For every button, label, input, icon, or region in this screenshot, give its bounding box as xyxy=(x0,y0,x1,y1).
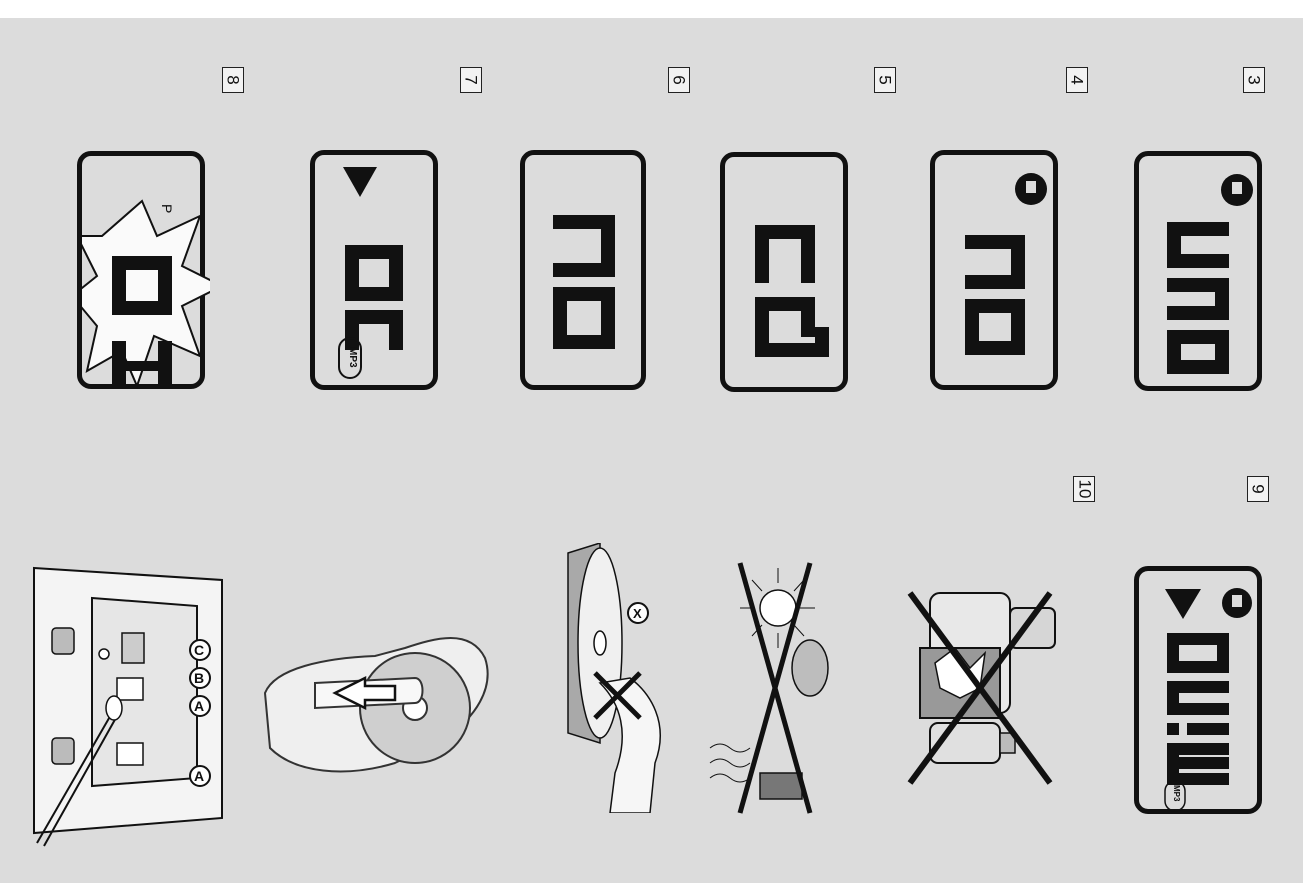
svg-text:B: B xyxy=(194,670,204,686)
lcd-digits-fig9: MP3 xyxy=(1139,571,1267,819)
disc-handling-illustration: X xyxy=(560,543,680,813)
figure-number-10: 10 xyxy=(1073,476,1095,502)
svg-text:C: C xyxy=(194,642,204,658)
callout-c: C xyxy=(190,640,210,660)
figure-number-7: 7 xyxy=(460,67,482,93)
no-solvents-illustration xyxy=(900,573,1070,803)
figure-number-5: 5 xyxy=(874,67,896,93)
mp3-badge-fig9: MP3 xyxy=(1172,785,1181,802)
display-p-label: P xyxy=(159,204,175,213)
manual-illustration-page: 8 7 6 5 4 3 10 9 P xyxy=(0,18,1303,883)
display-panel-fig7: MP3 xyxy=(310,150,438,390)
play-triangle-icon xyxy=(343,167,377,197)
flash-burst-graphic: P xyxy=(82,156,210,394)
display-panel-fig5 xyxy=(720,152,848,392)
display-panel-fig8: P xyxy=(77,151,205,389)
disc-cleaning-illustration xyxy=(255,578,495,778)
svg-text:X: X xyxy=(633,606,642,621)
mp3-badge: MP3 xyxy=(347,347,358,368)
figure-number-3: 3 xyxy=(1243,67,1265,93)
lcd-digits-fig5 xyxy=(725,157,853,397)
lcd-digits-fig6 xyxy=(525,155,651,395)
lcd-digits-fig4 xyxy=(935,155,1063,395)
svg-text:A: A xyxy=(194,768,204,784)
display-panel-fig3 xyxy=(1134,151,1262,391)
svg-text:A: A xyxy=(194,698,204,714)
avoid-heat-illustration xyxy=(700,558,850,818)
callout-b: B xyxy=(190,668,210,688)
figure-number-8: 8 xyxy=(222,67,244,93)
figure-number-6: 6 xyxy=(668,67,690,93)
lcd-digits-fig7: MP3 xyxy=(315,155,443,395)
callout-a-upper: A xyxy=(190,696,210,716)
display-panel-fig4 xyxy=(930,150,1058,390)
speaker-terminal-illustration: C B A A xyxy=(22,558,232,848)
display-panel-fig9: MP3 xyxy=(1134,566,1262,814)
lcd-digits-fig3 xyxy=(1139,156,1267,396)
display-panel-fig6 xyxy=(520,150,646,390)
callout-a-lower: A xyxy=(190,766,210,786)
play-triangle-icon-fig9 xyxy=(1165,589,1201,619)
figure-number-9: 9 xyxy=(1247,476,1269,502)
callout-x: X xyxy=(628,603,648,623)
figure-number-4: 4 xyxy=(1066,67,1088,93)
